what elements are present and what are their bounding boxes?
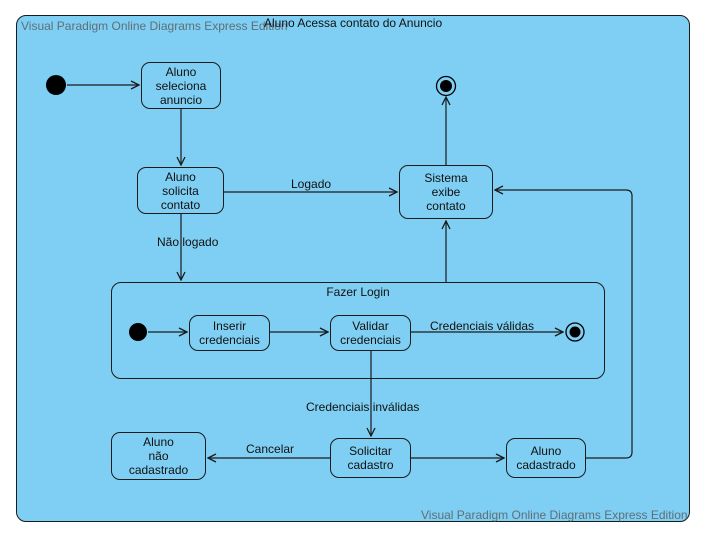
inner-initial-node (129, 323, 147, 341)
state-inserir-credenciais: Inserir credenciais (189, 315, 270, 351)
label-credenciais-invalidas: Credenciais inválidas (306, 400, 420, 414)
initial-node (46, 75, 66, 95)
diagram-title: Aluno Acessa contato do Anuncio (264, 16, 443, 30)
final-node-dot (440, 80, 452, 92)
watermark-top: Visual Paradigm Online Diagrams Express … (21, 19, 288, 33)
state-aluno-seleciona-anuncio: Aluno seleciona anuncio (141, 62, 221, 109)
state-aluno-solicita-contato: Aluno solicita contato (137, 167, 224, 214)
label-nao-logado: Não logado (157, 235, 219, 249)
transition-cadastrado-to-exibe (495, 190, 633, 459)
inner-final-node-dot (569, 326, 581, 338)
state-aluno-cadastrado: Aluno cadastrado (506, 438, 586, 478)
state-sistema-exibe-contato: Sistema exibe contato (399, 165, 493, 219)
state-aluno-nao-cadastrado: Aluno não cadastrado (111, 432, 206, 480)
state-solicitar-cadastro: Solicitar cadastro (330, 438, 411, 478)
watermark-bottom: Visual Paradigm Online Diagrams Express … (421, 508, 688, 522)
composite-state-fazer-login: Fazer Login (111, 282, 605, 379)
label-cancelar: Cancelar (246, 442, 295, 456)
label-credenciais-validas: Credenciais válidas (430, 319, 535, 333)
composite-state-label: Fazer Login (326, 285, 390, 299)
state-validar-credenciais: Validar credenciais (330, 315, 411, 351)
label-logado: Logado (291, 177, 332, 191)
